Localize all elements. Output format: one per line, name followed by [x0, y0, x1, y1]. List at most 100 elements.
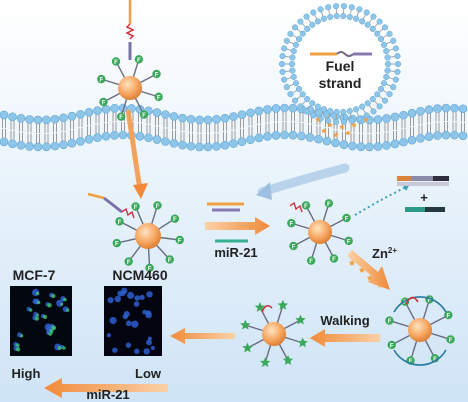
fluorophore-dot — [444, 310, 453, 320]
liposome-outer-head — [281, 45, 288, 52]
fluorophore-letter: F — [157, 95, 161, 101]
walking-arrow — [310, 329, 380, 347]
lipid-head — [271, 104, 281, 113]
nucleus-dot — [134, 348, 140, 354]
lipid-head — [229, 139, 238, 148]
fuel-star — [321, 128, 327, 134]
fluorophore-letter: F — [148, 266, 152, 272]
fluorophore-letter: F — [309, 259, 313, 265]
lipid-head — [356, 142, 366, 152]
fluorophore-dot — [324, 199, 334, 208]
fluorophore-letter: F — [114, 60, 118, 66]
bound-probe-purple — [103, 196, 123, 214]
entry-arrow — [125, 109, 143, 191]
lipid-head — [135, 132, 145, 141]
fluorophore-letter: F — [102, 100, 106, 106]
walking-label: Walking — [320, 313, 369, 328]
fluorophore-letter: F — [127, 260, 131, 266]
lipid-head — [67, 138, 77, 148]
fluorophore-letter: F — [428, 298, 432, 304]
lipid-head — [450, 130, 459, 140]
nucleus-dot — [123, 311, 130, 318]
lipid-head — [161, 110, 170, 119]
lipid-head — [8, 139, 17, 149]
liposome-bilayer — [278, 3, 402, 125]
liposome-outer-head — [394, 68, 401, 75]
fluorescent-star — [297, 337, 308, 348]
lipid-head — [399, 110, 408, 120]
lipid-head — [407, 135, 417, 145]
liposome-inner-head — [340, 13, 347, 20]
liposome-outer-head — [390, 84, 397, 91]
duplex-gray — [411, 176, 433, 181]
fluorescence-dot — [51, 325, 56, 330]
fluorophore-dot — [131, 202, 140, 211]
lipid-head — [67, 111, 77, 121]
expression-arrow — [44, 378, 168, 398]
liposome-outer-head — [310, 9, 317, 16]
gold-core — [135, 223, 161, 249]
fluorescence-dot — [63, 297, 67, 302]
liposome-outer-head — [370, 108, 377, 115]
fluorescence-dot — [47, 303, 52, 308]
fuel-star — [345, 130, 351, 136]
lipid-head — [441, 130, 451, 140]
lipid-head — [118, 130, 128, 140]
lipid-head — [246, 108, 255, 118]
liposome-inner-head — [327, 13, 334, 21]
fluorescent-star — [277, 299, 289, 310]
fluorophore-dot — [99, 97, 108, 107]
liposome-inner-head — [299, 30, 306, 37]
liposome-outer-head — [381, 24, 389, 31]
fluorescent-star — [295, 314, 306, 325]
fluorescence-dot — [51, 294, 56, 299]
fluorophore-letter: F — [156, 204, 160, 210]
liposome-inner-head — [377, 85, 385, 92]
lipid-head — [33, 115, 43, 125]
lipid-head — [254, 133, 264, 143]
lipid-head — [169, 139, 179, 148]
nucleus-dot — [143, 348, 150, 355]
lipid-head — [110, 103, 119, 113]
zn-star — [358, 266, 366, 273]
fluorophore-letter: F — [332, 257, 336, 263]
liposome-outer-head — [392, 76, 399, 83]
fluorophore-letter: F — [173, 217, 177, 223]
lipid-head — [161, 137, 170, 146]
fuel-star — [363, 117, 369, 123]
liposome-inner-head — [380, 41, 388, 48]
fluorescence-dot — [16, 347, 21, 352]
liposome-inner-head — [327, 107, 334, 115]
lipid-head — [416, 134, 425, 143]
liposome-inner-head — [377, 36, 385, 43]
gold-core — [308, 220, 332, 244]
liposome-inner-head — [374, 30, 381, 37]
entry-arrowhead — [133, 183, 148, 199]
lipid-head — [50, 141, 60, 151]
liposome-outer-head — [363, 9, 370, 16]
lipid-head — [433, 131, 442, 140]
lipid-head — [339, 140, 349, 149]
lipid-head — [203, 142, 213, 152]
walking-step: Walking — [310, 313, 380, 347]
lipid-head — [458, 131, 468, 141]
fluorophore-letter: F — [115, 242, 119, 248]
fluorophore-dot — [289, 241, 298, 251]
lipid-head — [195, 142, 204, 152]
liposome-inner-head — [290, 73, 297, 81]
fluorophore-letter: F — [403, 300, 407, 306]
lipid-head — [263, 105, 272, 114]
lipid-head — [407, 108, 417, 118]
lipid-head — [42, 115, 51, 125]
fluorophore-letter: F — [178, 239, 182, 245]
duplex-lower — [397, 182, 449, 186]
liposome-inner-head — [289, 67, 296, 74]
liposome-inner-head — [314, 18, 321, 25]
lipid-head — [305, 133, 315, 142]
liposome-inner-head — [304, 96, 311, 103]
liposome-inner-head — [314, 103, 321, 110]
fluor-linker — [261, 304, 273, 313]
free-strand-dark — [425, 207, 445, 212]
